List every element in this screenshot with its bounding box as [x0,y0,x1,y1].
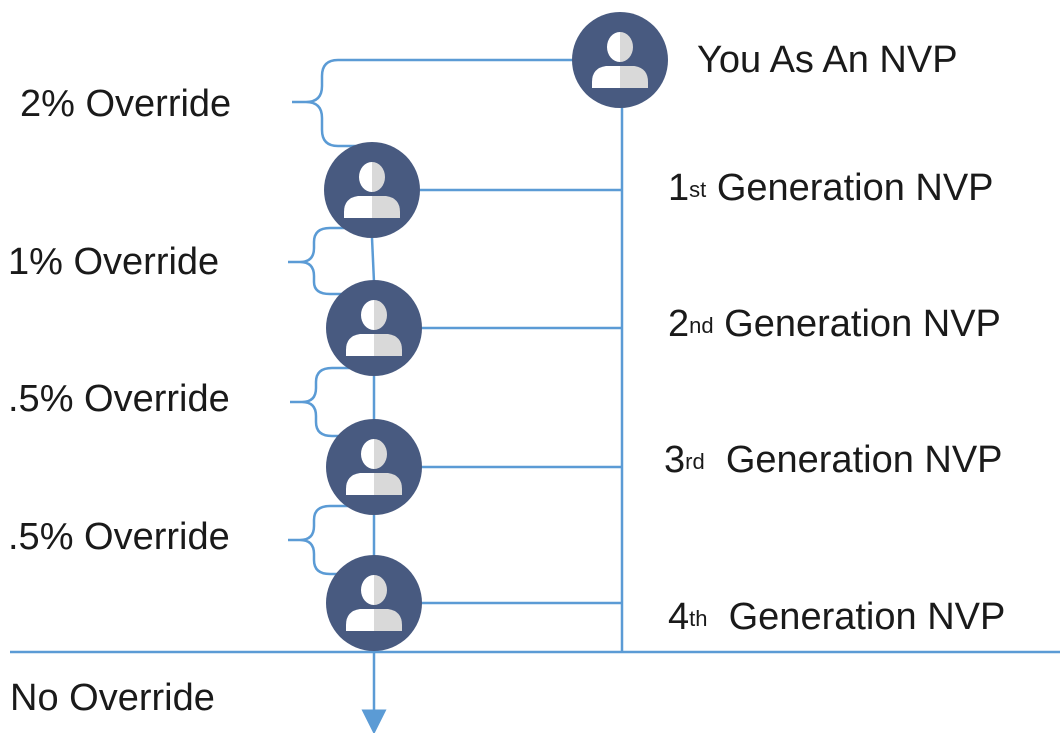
you-nvp-label: You As An NVP [697,38,958,82]
person-head-left [361,300,374,330]
override-label-1: 2% Override [20,83,232,125]
gen4-ordinal-suffix: th [689,606,708,631]
gen2-nvp-node [326,280,422,376]
override-brace-1 [292,58,575,148]
person-head-right [374,300,387,330]
gen4-label-text: Generation NVP [707,596,1006,638]
person-icon [346,439,402,495]
gen4-nvp-label: 4th Generation NVP [668,595,1005,639]
gen3-ordinal-suffix: rd [685,449,705,474]
gen4-ordinal-number: 4 [668,596,690,638]
gen3-nvp-label: 3rd Generation NVP [664,438,1003,482]
override-brace-4 [288,504,358,576]
person-body-left [346,609,374,631]
person-body-right [374,334,402,356]
person-head-left [359,162,372,192]
you-nvp-label-text: You As An NVP [697,39,958,81]
person-body-left [346,334,374,356]
person-body-left [346,473,374,495]
person-body-right [374,473,402,495]
gen3-nvp-node [326,419,422,515]
gen2-nvp-label: 2nd Generation NVP [668,302,1001,346]
person-icon [592,32,648,88]
override-brace-3 [290,366,358,438]
gen3-ordinal-number: 3 [664,439,686,481]
override-brace-2 [288,226,358,296]
override-label-2: 1% Override [8,241,220,283]
person-head-right [374,439,387,469]
person-head-right [374,575,387,605]
override-label-4: .5% Override [8,516,230,558]
override-label-3: .5% Override [8,378,230,420]
person-head-right [372,162,385,192]
person-body-left [592,66,620,88]
gen1-ordinal-number: 1 [668,167,690,209]
person-head-left [361,575,374,605]
gen1-ordinal-suffix: st [689,177,707,202]
person-body-right [620,66,648,88]
person-head-right [620,32,633,62]
gen4-nvp-node [326,555,422,651]
person-body-left [344,196,372,218]
person-head-left [361,439,374,469]
person-head-left [607,32,620,62]
you-nvp-node [572,12,668,108]
person-body-right [372,196,400,218]
person-icon [346,300,402,356]
gen1-label-text: Generation NVP [706,167,994,209]
gen2-ordinal-suffix: nd [689,313,714,338]
gen1-nvp-node [324,142,420,238]
person-body-right [374,609,402,631]
chain-line-1-2 [370,237,376,283]
person-icon [346,575,402,631]
gen2-label-text: Generation NVP [713,303,1001,345]
no-override-label: No Override [10,677,215,719]
person-icon [344,162,400,218]
gen3-label-text: Generation NVP [704,439,1003,481]
gen2-ordinal-number: 2 [668,303,690,345]
gen1-nvp-label: 1st Generation NVP [668,166,994,210]
